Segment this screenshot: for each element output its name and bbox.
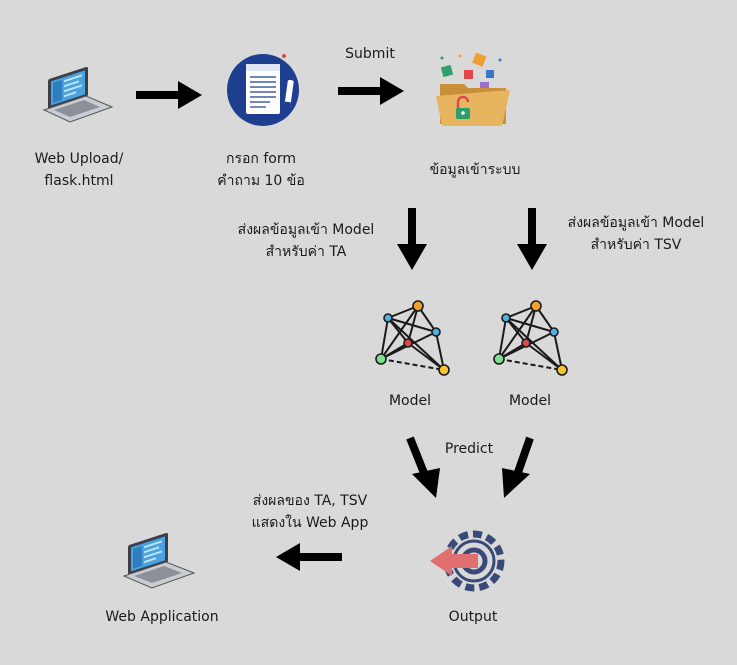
arrow-predict-ta bbox=[402, 434, 446, 500]
web-upload-laptop-icon bbox=[40, 52, 114, 126]
model-ta-label: Model bbox=[388, 393, 432, 409]
output-gear-icon bbox=[428, 524, 512, 598]
to-model-tsv-label: ส่งผลข้อมูลเข้า Model สำหรับค่า TSV bbox=[567, 215, 705, 253]
form-label: กรอก form คำถาม 10 ข้อ bbox=[217, 151, 305, 189]
web-upload-label: Web Upload/ flask.html bbox=[34, 151, 124, 189]
submit-label: Submit bbox=[345, 46, 395, 62]
web-application-laptop-icon bbox=[120, 518, 200, 592]
arrow-to-web-app bbox=[276, 542, 342, 572]
to-web-app-label: ส่งผลของ TA, TSV แสดงใน Web App bbox=[251, 493, 369, 531]
predict-label: Predict bbox=[444, 441, 494, 457]
arrow-to-model-tsv bbox=[516, 208, 548, 272]
model-tsv-label: Model bbox=[508, 393, 552, 409]
output-label: Output bbox=[448, 609, 498, 625]
arrow-predict-tsv bbox=[496, 434, 540, 500]
arrow-to-model-ta bbox=[396, 208, 428, 272]
web-application-label: Web Application bbox=[105, 609, 219, 625]
arrow-submit bbox=[338, 76, 404, 106]
to-model-ta-label: ส่งผลข้อมูลเข้า Model สำหรับค่า TA bbox=[237, 222, 375, 260]
data-in-label: ข้อมูลเข้าระบบ bbox=[429, 162, 521, 178]
open-folder-icon bbox=[434, 48, 514, 128]
arrow-upload-to-form bbox=[136, 80, 202, 110]
network-model-tsv-icon bbox=[490, 298, 570, 378]
form-document-icon bbox=[226, 50, 306, 130]
network-model-ta-icon bbox=[372, 298, 452, 378]
